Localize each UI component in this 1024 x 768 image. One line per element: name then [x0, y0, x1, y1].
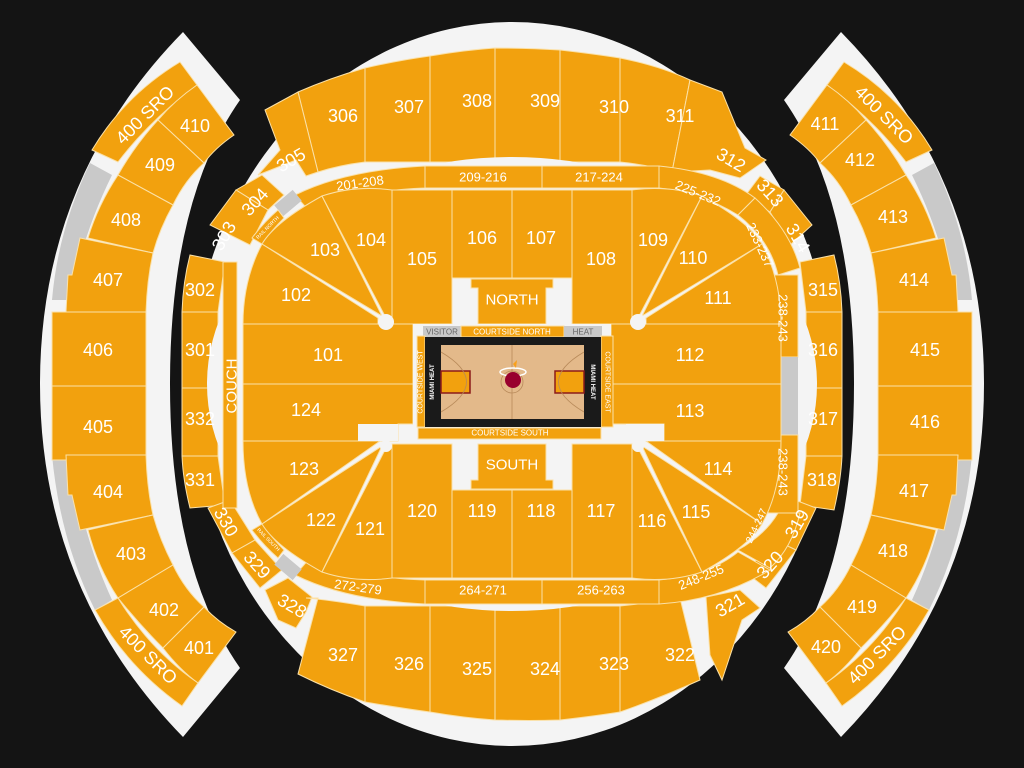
paint-right [554, 370, 585, 394]
section-328[interactable] [264, 577, 313, 629]
section-217-224[interactable] [541, 165, 660, 189]
aisle-sw [358, 424, 398, 441]
section-408[interactable] [87, 174, 174, 254]
aisle-se [626, 424, 664, 441]
section-307[interactable] [364, 55, 431, 163]
section-420[interactable] [787, 606, 862, 684]
section-400-sro-bottom-right[interactable] [825, 597, 930, 707]
section-106[interactable] [451, 189, 513, 279]
section-325[interactable] [429, 605, 496, 721]
section-331[interactable] [181, 455, 226, 509]
section-400-sro-bottom-left[interactable] [94, 597, 199, 707]
section-105[interactable] [391, 189, 453, 325]
section-416[interactable] [877, 385, 973, 461]
couch-section[interactable] [222, 261, 238, 509]
courtside-east[interactable] [600, 335, 614, 428]
section-114[interactable] [644, 440, 782, 525]
level-200 [274, 165, 801, 605]
courtside-south[interactable] [417, 427, 602, 440]
section-310[interactable] [559, 49, 621, 163]
section-112[interactable] [610, 323, 782, 385]
section-233-237[interactable] [737, 197, 801, 276]
aisle-nw [378, 314, 394, 330]
section-119[interactable] [451, 489, 513, 579]
section-324[interactable] [494, 605, 561, 721]
section-north[interactable] [470, 278, 554, 325]
section-309[interactable] [494, 47, 561, 163]
section-109[interactable] [631, 187, 703, 319]
unavailable-strip-left-bottom [52, 455, 112, 610]
level-400-left [51, 61, 237, 707]
section-101[interactable] [242, 323, 414, 385]
section-405[interactable] [51, 385, 147, 461]
section-414[interactable] [870, 237, 959, 313]
unavailable-rail-south [274, 553, 302, 581]
section-303[interactable] [209, 189, 269, 246]
section-256-263[interactable] [541, 579, 660, 605]
section-326[interactable] [364, 605, 431, 713]
section-413[interactable] [850, 174, 937, 254]
unavailable-strip-left-top [52, 163, 112, 300]
level-400-right [787, 61, 973, 707]
section-107[interactable] [511, 189, 573, 279]
section-404[interactable] [65, 454, 154, 531]
section-308[interactable] [429, 47, 496, 163]
section-264-271[interactable] [424, 579, 543, 605]
section-323[interactable] [559, 605, 621, 721]
visitor-bench [423, 326, 461, 337]
section-415[interactable] [877, 311, 973, 387]
courtside-north[interactable] [460, 325, 565, 338]
courtside-west[interactable] [416, 335, 426, 428]
section-118[interactable] [511, 489, 573, 579]
section-406[interactable] [51, 311, 147, 387]
section-321[interactable] [705, 589, 761, 682]
section-318[interactable] [799, 455, 843, 511]
unavailable-strip-right-bottom [912, 455, 972, 610]
level-100 [242, 187, 782, 581]
section-401[interactable] [162, 606, 237, 684]
unavailable-rail-north [274, 189, 302, 217]
heat-logo-icon [499, 360, 527, 388]
section-305[interactable] [257, 91, 319, 177]
heat-bench [564, 326, 602, 337]
section-302[interactable] [181, 254, 226, 313]
section-417[interactable] [870, 454, 959, 531]
section-117[interactable] [571, 443, 633, 579]
section-south[interactable] [470, 443, 554, 490]
section-108[interactable] [571, 189, 633, 325]
section-209-216[interactable] [424, 165, 543, 189]
section-315[interactable] [799, 254, 843, 313]
aisle-se-corner [632, 440, 644, 452]
section-407[interactable] [65, 237, 154, 313]
section-120[interactable] [391, 443, 453, 579]
aisle-sw-corner [380, 440, 392, 452]
section-115[interactable] [640, 444, 763, 573]
paint-left [440, 370, 471, 394]
section-244-247[interactable] [736, 512, 801, 569]
unavailable-strip-right-top [912, 163, 972, 300]
aisle-ne [630, 314, 646, 330]
